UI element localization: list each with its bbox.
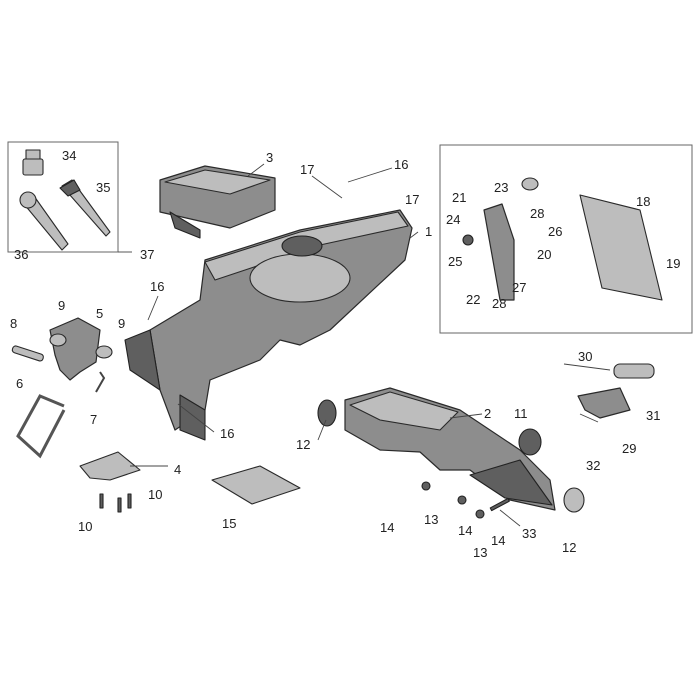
callout-29: 29	[622, 441, 636, 456]
callout-22: 22	[466, 292, 480, 307]
callout-14b: 14	[458, 523, 472, 538]
callout-36: 36	[14, 247, 28, 262]
part-10-screws	[99, 493, 132, 513]
callout-17b: 17	[405, 192, 419, 207]
callout-5: 5	[96, 306, 103, 321]
part-21-bracket	[483, 203, 515, 301]
callout-13a: 13	[424, 512, 438, 527]
callout-30: 30	[578, 349, 592, 364]
callout-27: 27	[512, 280, 526, 295]
callout-7: 7	[90, 412, 97, 427]
part-9-bushing	[49, 333, 113, 359]
part-4-plate	[79, 451, 141, 481]
plate-kit-box	[439, 144, 693, 334]
callout-21: 21	[452, 190, 466, 205]
callout-9a: 9	[58, 298, 65, 313]
callout-14a: 14	[380, 520, 394, 535]
callout-19: 19	[666, 256, 680, 271]
part-15-mat	[211, 465, 301, 505]
callout-13b: 13	[473, 545, 487, 560]
callout-1: 1	[425, 224, 432, 239]
callout-31: 31	[646, 408, 660, 423]
tool-socket	[22, 149, 44, 176]
part-18-plate-holder	[579, 194, 663, 301]
callout-6: 6	[16, 376, 23, 391]
tool-wrench	[19, 191, 69, 251]
tool-kit-box	[7, 141, 119, 253]
callout-28b: 28	[492, 296, 506, 311]
callout-35: 35	[96, 180, 110, 195]
part-12-reflector-left	[317, 399, 337, 427]
callout-14c: 14	[491, 533, 505, 548]
tool-screwdriver	[59, 179, 111, 237]
callout-12a: 12	[296, 437, 310, 452]
callout-labels: 1 2 3 4 5 6 7 8 9 9 10 10 11 12 12 13 13…	[10, 148, 680, 560]
hardware-nuts	[421, 481, 485, 519]
part-23-cap	[521, 177, 539, 191]
callout-24: 24	[446, 212, 460, 227]
callout-4: 4	[174, 462, 181, 477]
callout-17a: 17	[300, 162, 314, 177]
callout-37: 37	[140, 247, 154, 262]
callout-16c: 16	[220, 426, 234, 441]
callout-2: 2	[484, 406, 491, 421]
callout-28a: 28	[530, 206, 544, 221]
part-24-grommet	[462, 234, 474, 246]
callout-10a: 10	[148, 487, 162, 502]
callout-12b: 12	[562, 540, 576, 555]
part-6-hook	[16, 394, 66, 459]
part-2-rear-fender	[344, 387, 556, 511]
callout-23: 23	[494, 180, 508, 195]
callout-18: 18	[636, 194, 650, 209]
callout-15: 15	[222, 516, 236, 531]
callout-20: 20	[537, 247, 551, 262]
callout-34: 34	[62, 148, 76, 163]
callout-26: 26	[548, 224, 562, 239]
leader-lines	[118, 163, 611, 527]
part-30-lamp-lens	[613, 363, 655, 379]
callout-25: 25	[448, 254, 462, 269]
callout-11: 11	[514, 406, 528, 421]
part-33-bolt	[489, 497, 510, 512]
part-5-bracket	[49, 317, 101, 381]
part-3-tray	[159, 165, 276, 239]
callout-16a: 16	[394, 157, 408, 172]
part-7-clip	[95, 371, 106, 393]
callout-10b: 10	[78, 519, 92, 534]
part-8-pin	[11, 345, 44, 362]
callout-16b: 16	[150, 279, 164, 294]
callout-33: 33	[522, 526, 536, 541]
part-1-body-frame	[124, 209, 413, 441]
callout-3: 3	[266, 150, 273, 165]
callout-32: 32	[586, 458, 600, 473]
part-29-lamp-housing	[577, 387, 631, 419]
callout-8: 8	[10, 316, 17, 331]
part-12-reflector-right	[563, 487, 585, 513]
callout-9b: 9	[118, 316, 125, 331]
part-11-ring	[518, 428, 542, 456]
